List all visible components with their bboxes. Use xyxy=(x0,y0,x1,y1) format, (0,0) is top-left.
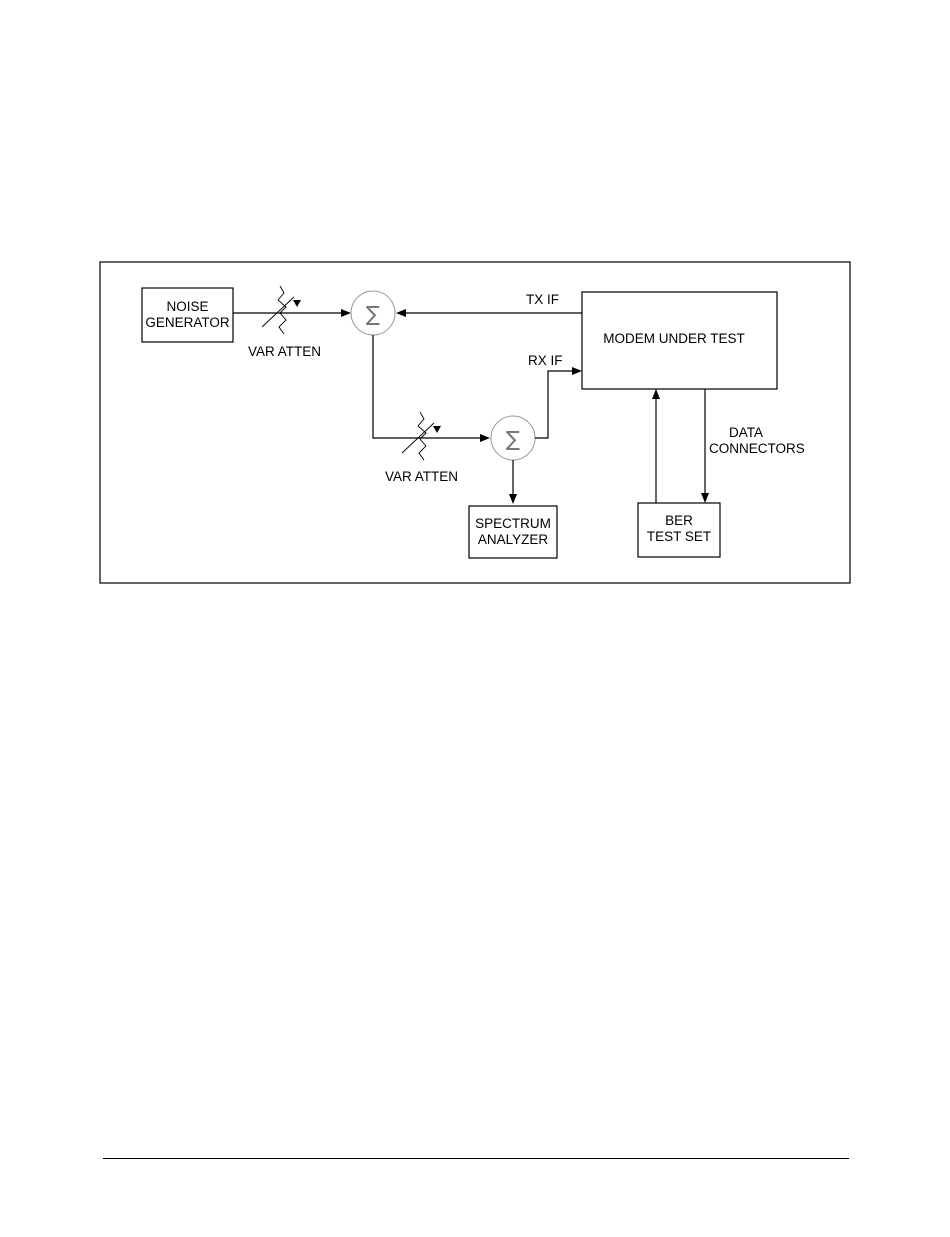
var-atten-1-label: VAR ATTEN xyxy=(248,344,321,359)
modem-to-ber-arrowhead xyxy=(701,493,709,503)
summer1-to-summer2-wire xyxy=(373,335,480,438)
summing-junction-1-symbol: ∑ xyxy=(366,302,380,326)
noise-generator-block: NOISE GENERATOR xyxy=(142,288,233,342)
rx-if-wire xyxy=(535,371,572,438)
noise-to-summer-arrowhead xyxy=(341,309,351,317)
modem-under-test-label: MODEM UNDER TEST xyxy=(603,331,745,346)
summing-junction-2: ∑ xyxy=(491,416,535,460)
ber-to-modem-arrowhead xyxy=(652,389,660,399)
summer1-to-summer2-arrowhead xyxy=(480,434,490,442)
spectrum-analyzer-block: SPECTRUM ANALYZER xyxy=(469,506,557,558)
summing-junction-1: ∑ xyxy=(351,291,395,335)
noise-generator-label-line1: NOISE xyxy=(166,299,208,314)
spectrum-analyzer-label-line2: ANALYZER xyxy=(478,532,549,547)
spectrum-analyzer-label-line1: SPECTRUM xyxy=(475,516,551,531)
ber-test-set-label-line1: BER xyxy=(665,513,693,528)
summer2-to-analyzer-arrowhead xyxy=(509,494,517,504)
footer-rule xyxy=(103,1158,849,1159)
var-atten-2-label: VAR ATTEN xyxy=(385,469,458,484)
modem-under-test-block: MODEM UNDER TEST xyxy=(582,292,777,389)
var-atten-2-symbol xyxy=(402,412,441,460)
var-atten-1-symbol xyxy=(262,286,301,334)
rx-if-label: RX IF xyxy=(528,353,563,368)
tx-if-arrowhead xyxy=(396,309,406,317)
noise-generator-label-line2: GENERATOR xyxy=(145,315,230,330)
data-connectors-label-line1: DATA xyxy=(729,425,763,440)
data-connectors-label-line2: CONNECTORS xyxy=(709,441,805,456)
tx-if-label: TX IF xyxy=(526,292,559,307)
ber-test-set-label-line2: TEST SET xyxy=(647,529,711,544)
ber-test-set-block: BER TEST SET xyxy=(638,503,720,557)
rx-if-arrowhead xyxy=(572,367,582,375)
summing-junction-2-symbol: ∑ xyxy=(506,427,520,451)
